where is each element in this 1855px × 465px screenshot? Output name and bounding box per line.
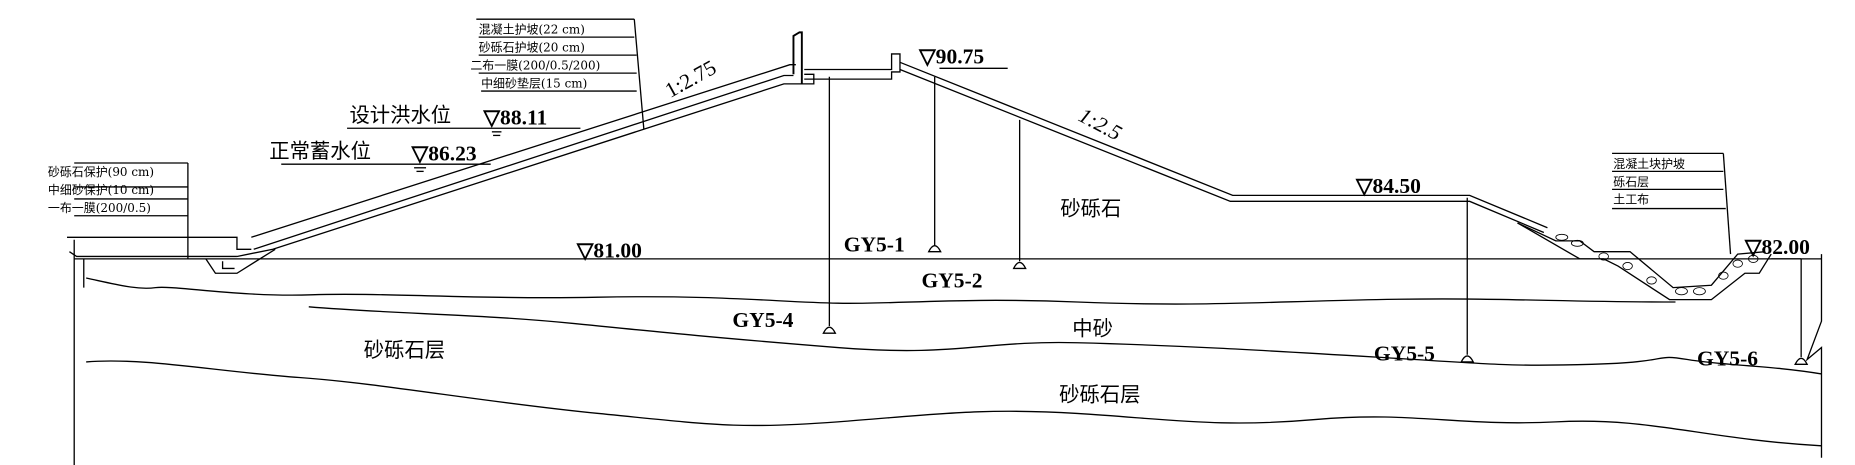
downstream-slope-bottom <box>899 68 1545 234</box>
blanket-callout: 砂砾石保护(90 cm) 中细砂保护(10 cm) 一布一膜(200/0.5) <box>48 162 189 259</box>
parapet-wall <box>792 31 803 84</box>
gauge-gy5-4: GY5-4 <box>732 76 837 334</box>
upstream-slope-layer2 <box>236 73 815 258</box>
cutoff-trench <box>205 248 276 274</box>
svg-text:中细砂保护(10 cm): 中细砂保护(10 cm) <box>48 182 154 197</box>
svg-text:▽86.23: ▽86.23 <box>411 142 477 166</box>
layer-boundary-1 <box>86 277 1676 305</box>
upstream-slope-ratio: 1:2.75 <box>661 55 720 102</box>
gauge-label: GY5-6 <box>1697 347 1758 371</box>
right-boundary <box>1805 254 1823 458</box>
gauge-gy5-2: GY5-2 <box>922 119 1027 293</box>
gauge-gy5-6: GY5-6 <box>1697 258 1809 371</box>
downstream-slope-ratio: 1:2.5 <box>1075 103 1126 145</box>
gauge-label: GY5-4 <box>732 308 793 332</box>
normal-water-level: 正常蓄水位 ▽86.23 <box>269 139 491 173</box>
layer-boundary-2 <box>308 306 1822 375</box>
svg-text:正常蓄水位: 正常蓄水位 <box>269 139 371 163</box>
upstream-lining-callout: 混凝土护坡(22 cm) 砂砾石护坡(20 cm) 二布一膜(200/0.5/2… <box>470 18 645 130</box>
cutoff-inner <box>221 261 235 270</box>
crest-road <box>804 53 901 80</box>
gauge-label: GY5-5 <box>1374 342 1435 366</box>
riprap-blocks <box>1555 233 1759 296</box>
svg-text:砂砾石保护(90 cm): 砂砾石保护(90 cm) <box>48 165 154 179</box>
svg-text:土工布: 土工布 <box>1613 193 1649 207</box>
svg-text:▽88.11: ▽88.11 <box>482 106 547 130</box>
svg-text:砾石层: 砾石层 <box>1613 175 1649 189</box>
svg-text:二布一膜(200/0.5/200): 二布一膜(200/0.5/200) <box>470 59 600 73</box>
medium-sand-label: 中砂 <box>1072 317 1113 341</box>
gravel-layer-label: 砂砾石层 <box>364 338 445 362</box>
gauge-gy5-1: GY5-1 <box>844 76 942 257</box>
svg-text:中细砂垫层(15 cm): 中细砂垫层(15 cm) <box>481 75 587 90</box>
svg-text:砂砾石护坡(20 cm): 砂砾石护坡(20 cm) <box>479 41 585 55</box>
toe-drain-bottom <box>1517 222 1772 301</box>
toe-elevation: ▽82.00 <box>1744 235 1810 259</box>
gauge-label: GY5-2 <box>922 269 983 293</box>
gauge-gy5-5: GY5-5 <box>1374 197 1475 366</box>
toe-protection-callout: 混凝土块护坡 砾石层 土工布 <box>1612 152 1732 255</box>
base-elevation: ▽81.00 <box>576 239 642 263</box>
gravel-layer-label-2: 砂砾石层 <box>1059 382 1140 406</box>
dam-body-material: 砂砾石 <box>1060 197 1121 221</box>
design-flood-level: 设计洪水位 ▽88.11 <box>347 103 581 137</box>
berm-elevation: ▽84.50 <box>1355 174 1421 198</box>
svg-text:一布一膜(200/0.5): 一布一膜(200/0.5) <box>48 201 151 215</box>
toe-drain-top <box>1517 222 1766 289</box>
blanket-bottom <box>69 251 237 258</box>
crest-elevation: ▽90.75 <box>918 45 984 69</box>
upstream-slope-layer1 <box>253 74 794 250</box>
gauge-label: GY5-1 <box>844 233 905 257</box>
svg-text:混凝土护坡(22 cm): 混凝土护坡(22 cm) <box>479 22 585 37</box>
downstream-slope-top <box>899 61 1548 229</box>
blanket-top <box>67 236 252 250</box>
svg-text:设计洪水位: 设计洪水位 <box>349 103 451 127</box>
svg-text:混凝土块护坡: 混凝土块护坡 <box>1613 156 1685 171</box>
layer-boundary-3 <box>86 360 1822 447</box>
